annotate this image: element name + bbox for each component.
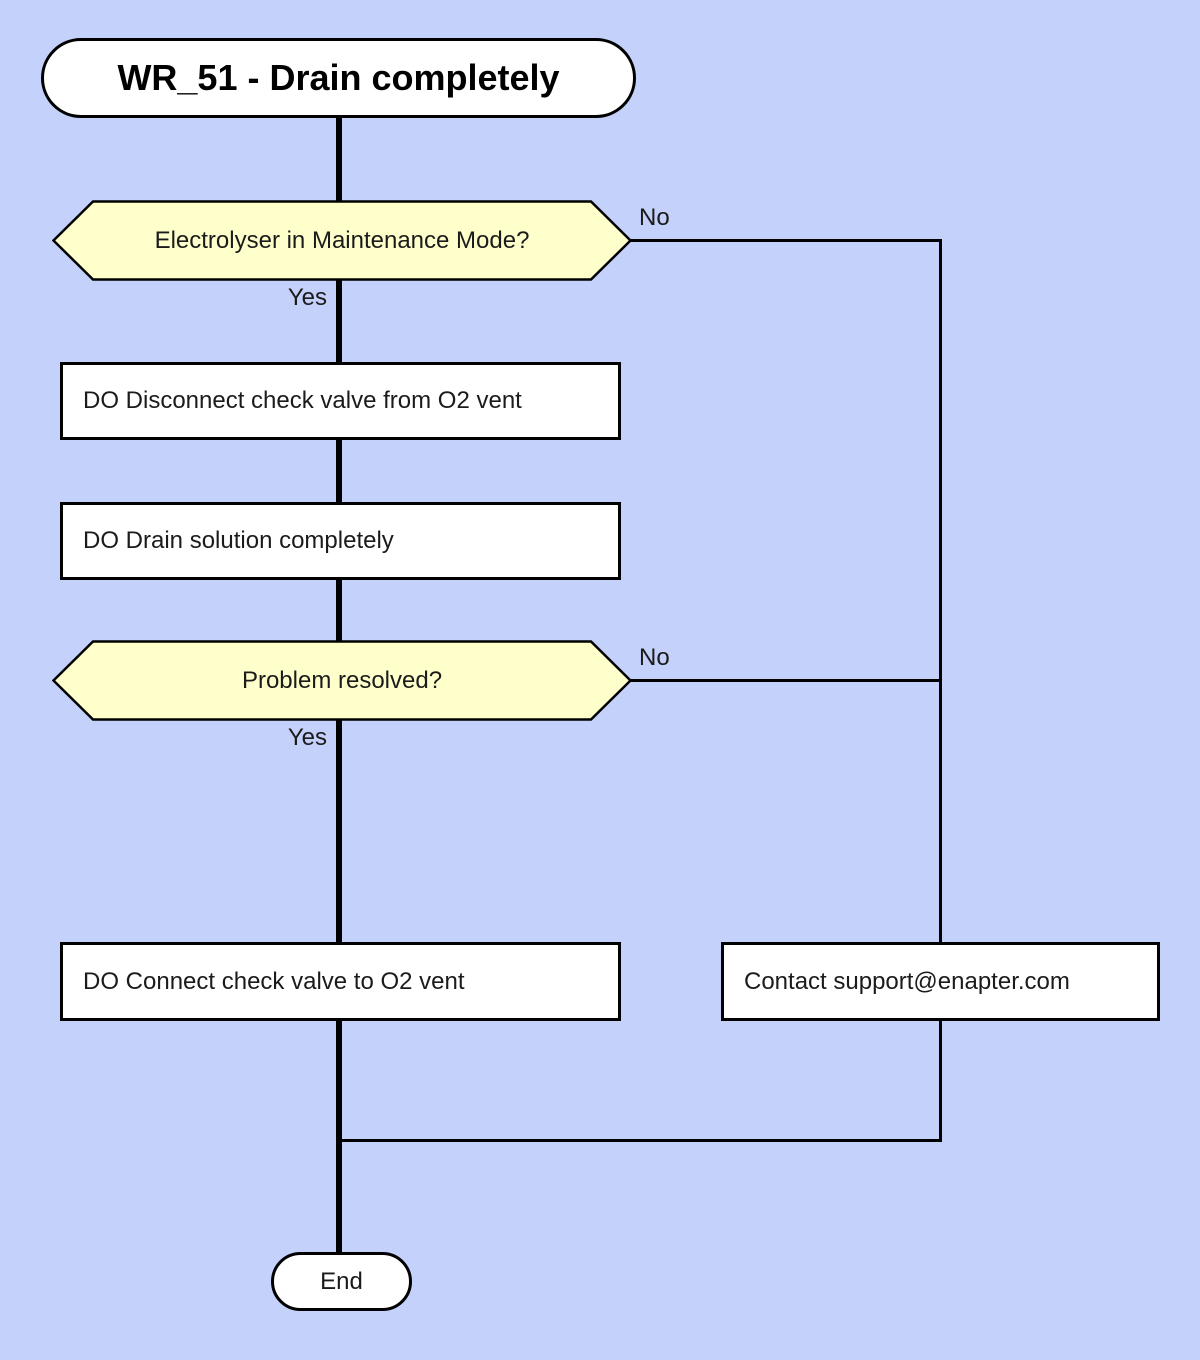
decision-problem-resolved: Problem resolved?	[52, 640, 632, 721]
process-disconnect-check-valve-label: DO Disconnect check valve from O2 vent	[83, 387, 522, 414]
process-contact-support-label: Contact support@enapter.com	[744, 967, 1070, 995]
end-node-label: End	[320, 1267, 363, 1295]
end-node: End	[271, 1252, 412, 1311]
decision-hexagon-shape	[52, 640, 632, 721]
edge-label-yes-1: Yes	[287, 284, 327, 311]
decision-hexagon-shape	[52, 200, 632, 281]
process-connect-check-valve: DO Connect check valve to O2 vent	[60, 942, 621, 1021]
process-drain-solution-label: DO Drain solution completely	[83, 527, 394, 554]
bottom-merge-line	[336, 1139, 942, 1142]
start-node: WR_51 - Drain completely	[41, 38, 636, 118]
no-branch-line-1	[631, 239, 942, 242]
start-node-label: WR_51 - Drain completely	[117, 57, 560, 98]
process-drain-solution: DO Drain solution completely	[60, 502, 621, 580]
decision-maintenance-mode: Electrolyser in Maintenance Mode?	[52, 200, 632, 281]
process-disconnect-check-valve: DO Disconnect check valve from O2 vent	[60, 362, 621, 440]
edge-label-yes-2: Yes	[287, 724, 327, 751]
no-branch-line-2	[631, 679, 942, 682]
edge-label-no-1: No	[639, 204, 670, 231]
decision-maintenance-mode-label: Electrolyser in Maintenance Mode?	[154, 226, 530, 254]
process-connect-check-valve-label: DO Connect check valve to O2 vent	[83, 967, 465, 995]
process-contact-support: Contact support@enapter.com	[721, 942, 1160, 1021]
right-return-line	[939, 239, 942, 1142]
edge-label-no-2: No	[639, 644, 670, 671]
decision-problem-resolved-label: Problem resolved?	[241, 666, 443, 694]
